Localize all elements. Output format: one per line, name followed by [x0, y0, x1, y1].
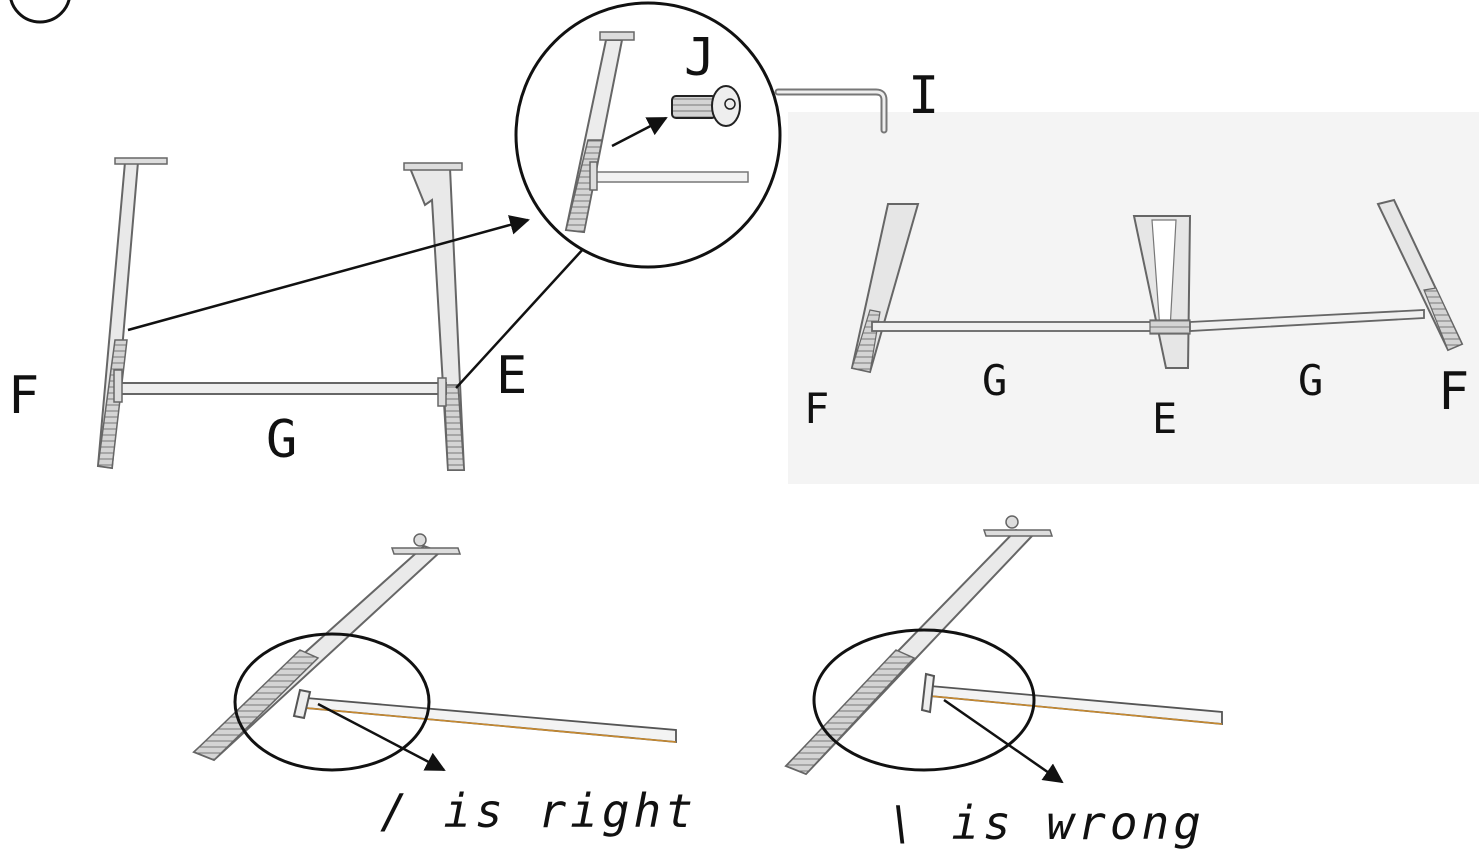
bolt-j [671, 85, 741, 127]
correct-orientation-detail [192, 533, 677, 772]
allen-key-i [774, 88, 888, 134]
caption-wrong: \ is wrong [888, 796, 1205, 850]
arrow-f-to-detail [127, 215, 530, 332]
arrow-to-wrong-caption [943, 698, 1064, 784]
arrow-e-to-detail [455, 222, 608, 389]
label-e-full-center: E [1152, 394, 1178, 443]
label-j-bolt: J [684, 28, 716, 88]
label-g-left-frame: G [266, 410, 298, 470]
leg-frame-side-view [96, 157, 608, 471]
highlight-circle-right [233, 632, 431, 772]
label-i-allen-key: I [908, 66, 940, 126]
label-f-full-right: F [1438, 362, 1470, 422]
label-g-full-left: G [982, 356, 1008, 405]
full-frame-front-view [850, 198, 1464, 374]
step-number-circle [9, 0, 71, 24]
label-f-full-left: F [804, 384, 830, 433]
label-e-left-frame: E [496, 346, 528, 406]
leg-f-left [96, 157, 168, 470]
leg-e-right [403, 162, 466, 471]
highlight-circle-wrong [812, 628, 1036, 772]
wrong-orientation-detail [784, 515, 1223, 784]
caption-correct: / is right [380, 784, 697, 838]
label-f-left-frame: F [8, 366, 40, 426]
crossbar-g [113, 369, 447, 407]
arrow-bolt-insert [611, 116, 668, 148]
detail-zoom-circle [514, 1, 782, 269]
layout-panel-background [788, 112, 1479, 484]
label-g-full-right: G [1298, 356, 1324, 405]
arrow-to-right-caption [317, 702, 446, 772]
